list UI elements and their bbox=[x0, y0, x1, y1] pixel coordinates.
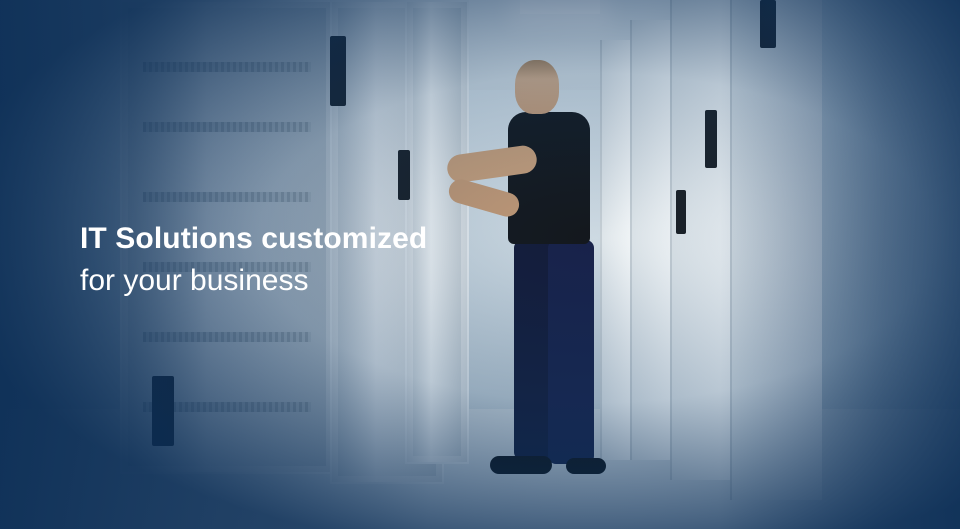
hero-subline: for your business bbox=[80, 264, 309, 297]
hero-copy: IT Solutions customized for your busines… bbox=[80, 222, 427, 298]
hero-headline: IT Solutions customized bbox=[80, 222, 428, 255]
